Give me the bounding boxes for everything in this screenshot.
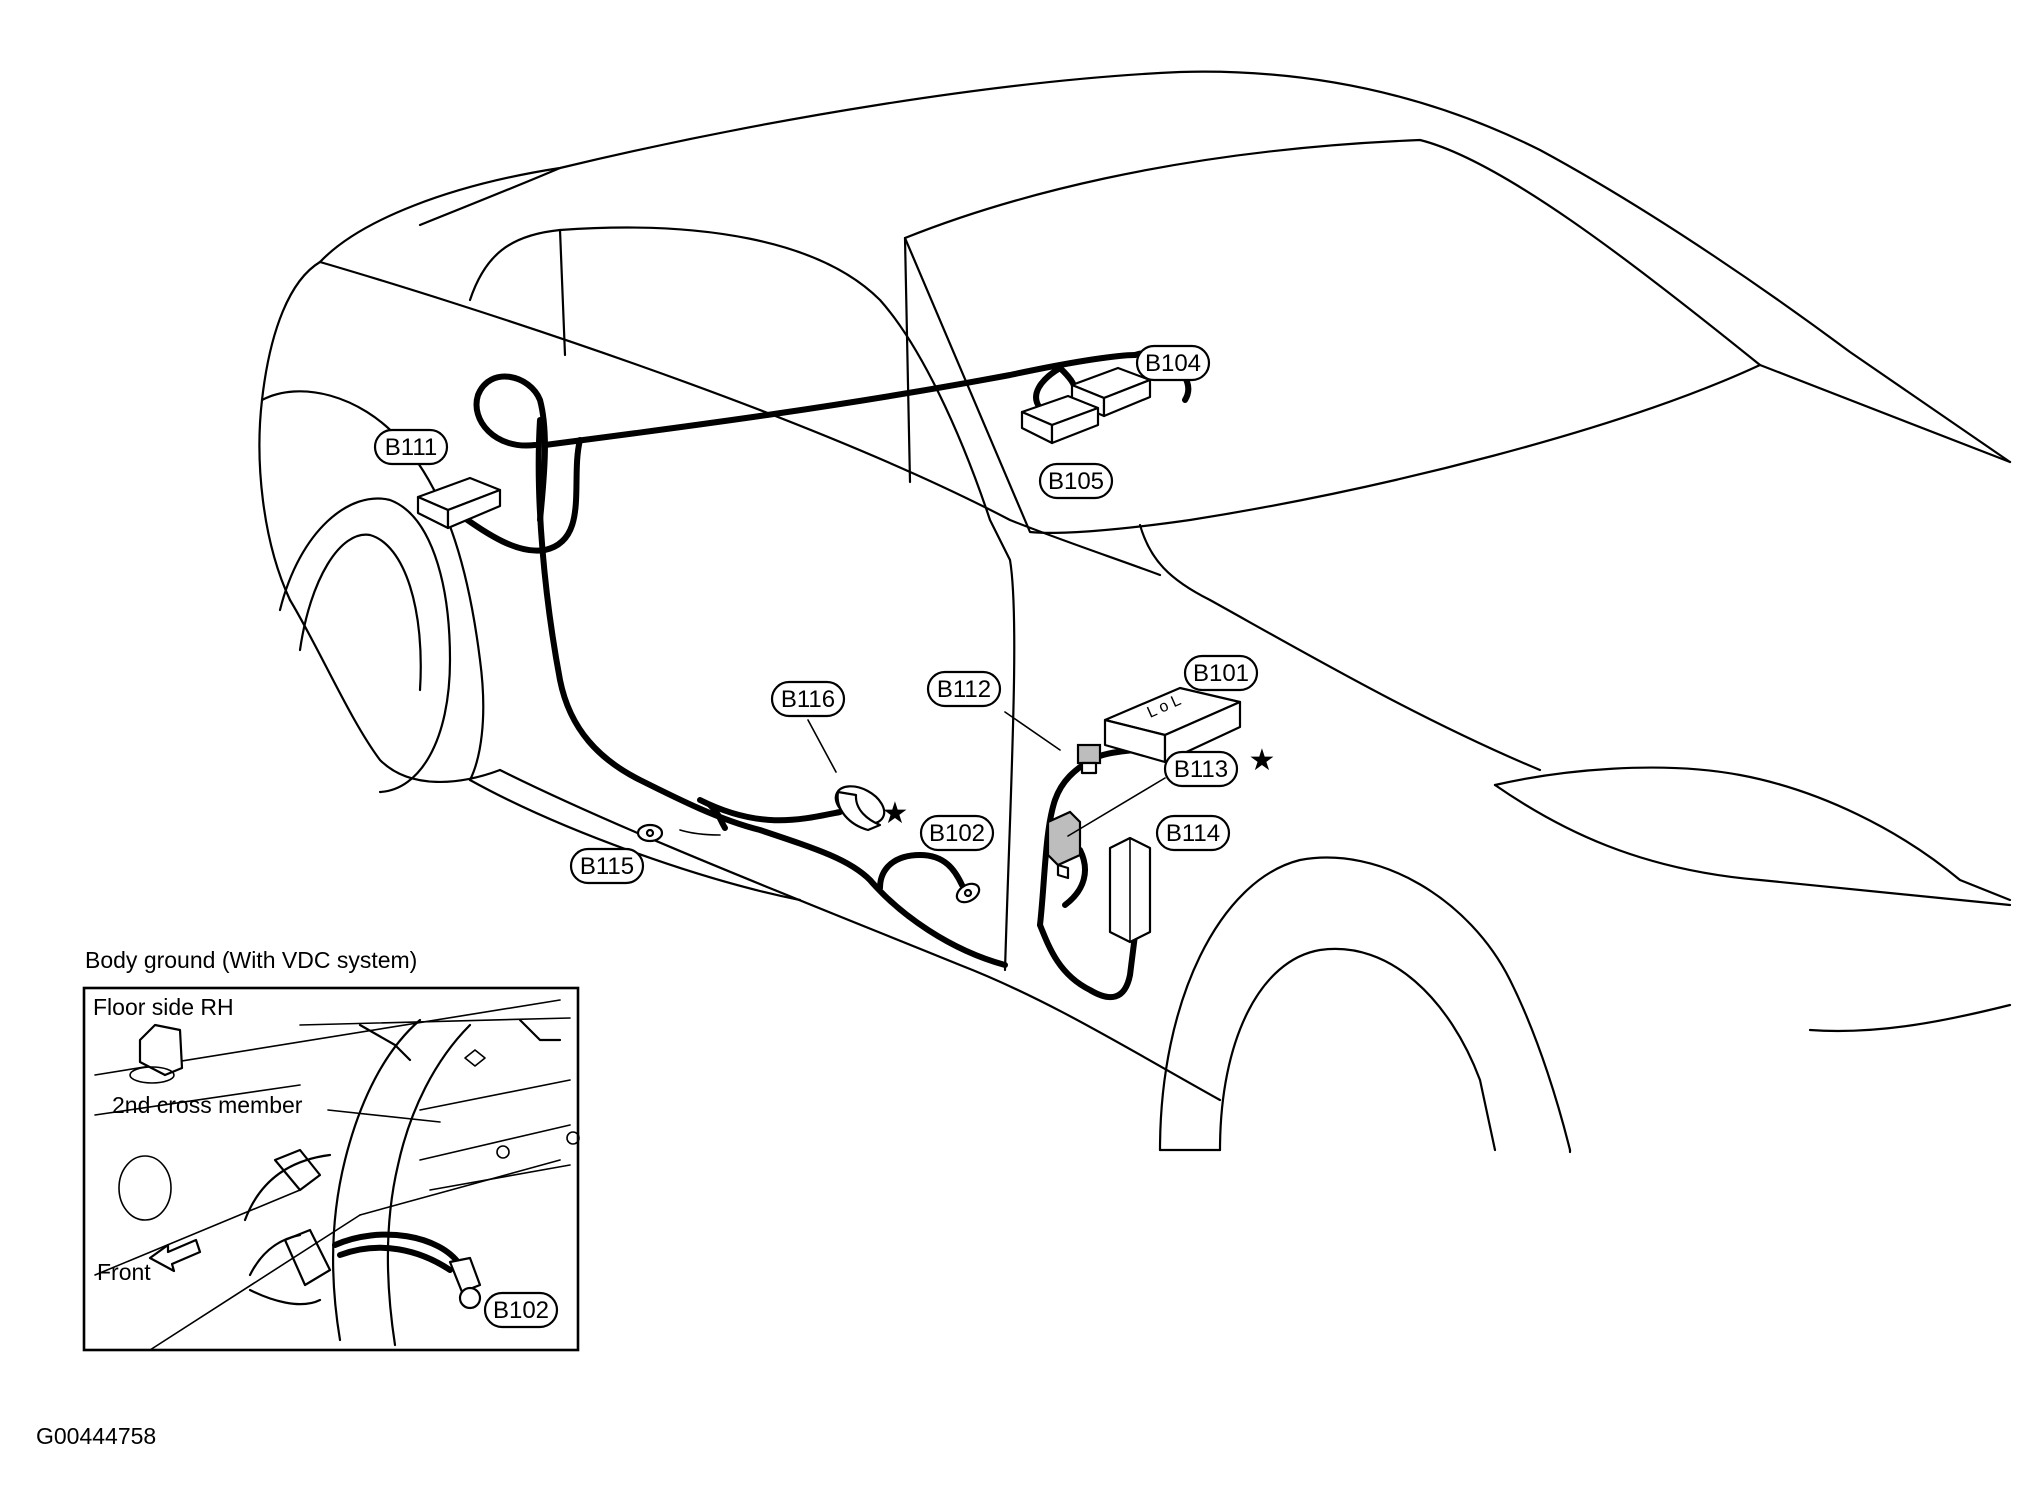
callout-b111: B111 — [373, 428, 449, 466]
figure-id: G00444758 — [36, 1423, 156, 1449]
car-body — [258, 70, 2012, 1154]
connector-b111-body — [416, 476, 502, 530]
callout-b104: B104 — [1135, 344, 1211, 382]
connector-b113-body — [1046, 810, 1082, 880]
leader-lines — [807, 711, 1166, 837]
star-marker-icon: ★ — [882, 796, 909, 831]
inset-callout-b102: B102 — [483, 1291, 559, 1329]
inset-cross-member-label: 2nd cross member — [112, 1092, 303, 1118]
callout-b102: B102 — [919, 814, 995, 852]
inset-body-ground: Body ground (With VDC system) — [82, 947, 580, 1352]
svg-text:B101: B101 — [1193, 660, 1249, 687]
svg-text:B114: B114 — [1166, 820, 1220, 847]
star-marker-icon: ★ — [1249, 743, 1276, 778]
connector-b114-body — [1108, 836, 1152, 944]
wiring-harness — [442, 350, 1192, 1001]
inset-caption: Body ground (With VDC system) — [85, 947, 417, 973]
svg-text:B113: B113 — [1174, 756, 1228, 783]
callout-b116: B116 — [770, 680, 846, 718]
svg-text:B116: B116 — [781, 686, 835, 713]
callout-b112: B112 — [926, 670, 1002, 708]
front-arrow-icon — [148, 1238, 202, 1273]
connector-b105-body — [1020, 394, 1100, 445]
ground-b115-ring — [636, 823, 664, 843]
callout-b113: B113 — [1163, 750, 1239, 788]
svg-text:B111: B111 — [385, 434, 438, 461]
connector-b116-body — [834, 785, 886, 832]
inset-floor-label: Floor side RH — [93, 994, 234, 1020]
svg-text:B102: B102 — [929, 820, 985, 847]
callouts: B111 B104 B105 B116 B112 B101 B113 B114 — [373, 344, 1276, 885]
callout-b105: B105 — [1038, 462, 1114, 500]
ground-b102-ring — [955, 882, 981, 904]
inset-front-label: Front — [97, 1259, 151, 1285]
svg-text:B102: B102 — [493, 1297, 549, 1324]
svg-text:B115: B115 — [580, 853, 634, 880]
callout-b115: B115 — [569, 847, 645, 885]
svg-text:B104: B104 — [1145, 350, 1201, 377]
connector-b112-body — [1076, 743, 1102, 775]
svg-text:B112: B112 — [937, 676, 991, 703]
callout-b114: B114 — [1155, 814, 1231, 852]
svg-text:B105: B105 — [1048, 468, 1104, 495]
connectors: L o L — [416, 366, 1242, 944]
callout-b101: B101 — [1183, 654, 1259, 692]
